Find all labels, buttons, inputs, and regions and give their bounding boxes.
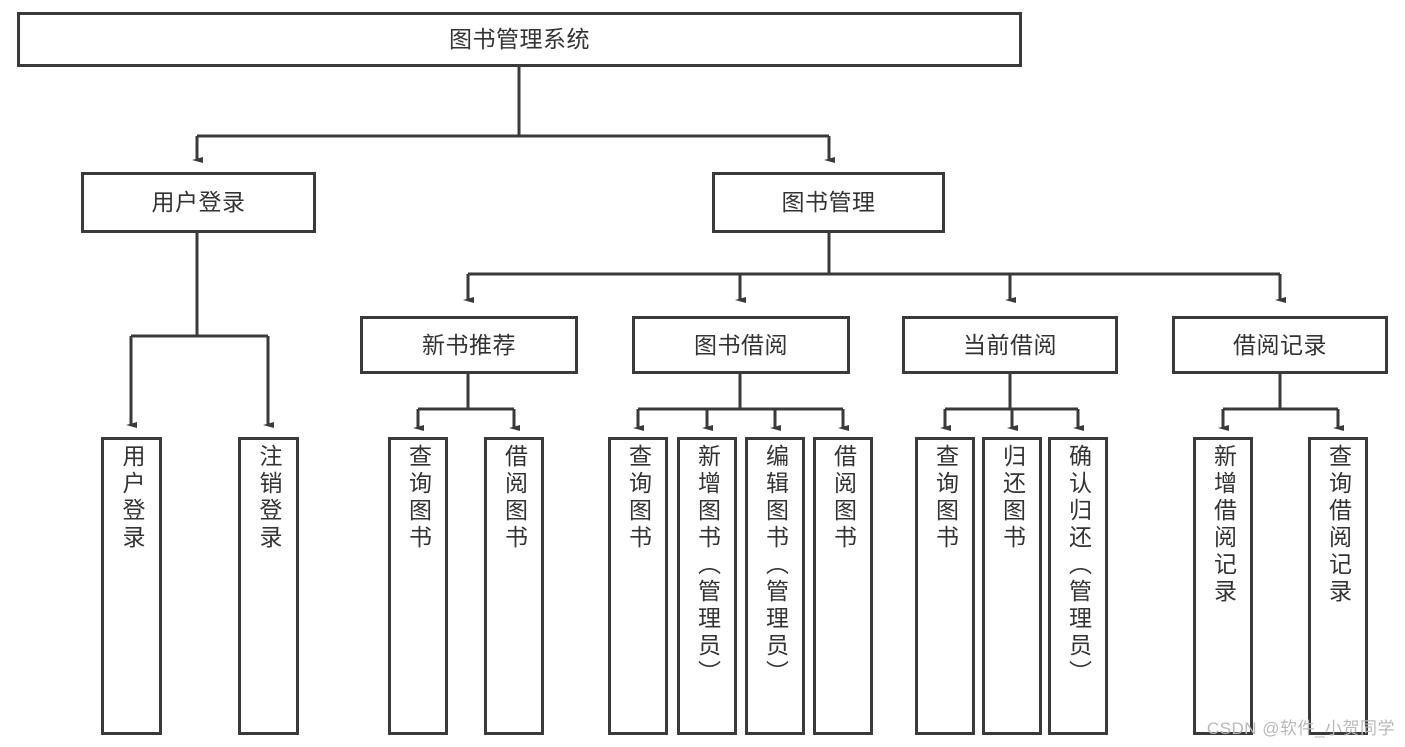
node-label: 用户登录 (151, 189, 246, 216)
node-label: 查询借阅记录 (1325, 444, 1352, 606)
node-label: 新书推荐 (422, 331, 516, 358)
node-label: 编辑图书（管理员） (762, 444, 789, 687)
node-label: 查询图书 (932, 444, 959, 552)
node-label: 图书管理系统 (449, 26, 590, 53)
node-label: 用户登录 (119, 444, 145, 552)
leaf-user-login-login[interactable]: 用户登录 (101, 437, 162, 735)
leaf-book-borrow-edit-book-admin[interactable]: 编辑图书（管理员） (745, 437, 805, 735)
leaf-book-borrow-add-book-admin[interactable]: 新增图书（管理员） (677, 437, 737, 735)
leaf-borrow-record-query-record[interactable]: 查询借阅记录 (1308, 437, 1368, 735)
leaf-new-book-query-book[interactable]: 查询图书 (388, 437, 448, 735)
leaf-book-borrow-query-book[interactable]: 查询图书 (608, 437, 668, 735)
node-root-book-management-system[interactable]: 图书管理系统 (17, 12, 1022, 67)
node-label: 归还图书 (999, 444, 1026, 552)
node-book-management[interactable]: 图书管理 (712, 172, 945, 233)
leaf-current-borrow-query-book[interactable]: 查询图书 (915, 437, 975, 735)
node-label: 图书管理 (781, 189, 876, 216)
leaf-borrow-record-add-record[interactable]: 新增借阅记录 (1193, 437, 1253, 735)
leaf-book-borrow-borrow-book[interactable]: 借阅图书 (813, 437, 873, 735)
node-label: 注销登录 (256, 444, 282, 552)
node-current-borrow[interactable]: 当前借阅 (902, 316, 1118, 374)
node-label: 查询图书 (405, 444, 432, 552)
node-borrow-record[interactable]: 借阅记录 (1172, 316, 1388, 374)
node-label: 新增图书（管理员） (694, 444, 721, 687)
node-label: 查询图书 (625, 444, 652, 552)
node-label: 借阅图书 (830, 444, 857, 552)
node-book-borrow[interactable]: 图书借阅 (632, 316, 850, 374)
node-label: 图书借阅 (694, 331, 788, 358)
node-new-book-recommend[interactable]: 新书推荐 (360, 316, 578, 374)
node-label: 借阅记录 (1233, 331, 1327, 358)
leaf-current-borrow-confirm-return-admin[interactable]: 确认归还（管理员） (1048, 437, 1108, 735)
leaf-user-login-logout[interactable]: 注销登录 (238, 437, 299, 735)
node-label: 借阅图书 (501, 444, 528, 552)
node-label: 新增借阅记录 (1210, 444, 1237, 606)
csdn-watermark: CSDN @软件_小贺同学 (1206, 719, 1395, 738)
leaf-current-borrow-return-book[interactable]: 归还图书 (982, 437, 1042, 735)
node-label: 当前借阅 (963, 331, 1057, 358)
node-label: 确认归还（管理员） (1065, 444, 1092, 687)
leaf-new-book-borrow-book[interactable]: 借阅图书 (484, 437, 544, 735)
node-user-login[interactable]: 用户登录 (81, 172, 316, 233)
